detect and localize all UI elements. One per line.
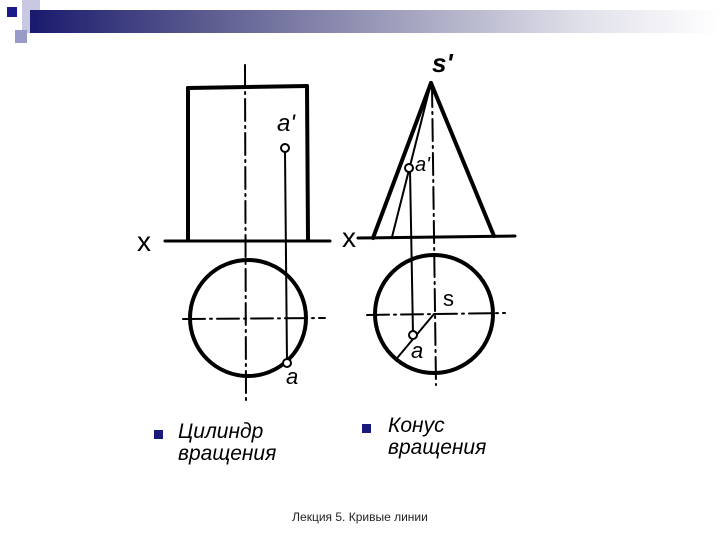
cone-point-front-label: a' — [415, 154, 430, 176]
cylinder-caption-line2: вращения — [178, 442, 277, 465]
bullet-square-icon — [154, 430, 163, 439]
bullet-square-icon — [362, 424, 371, 433]
cone-caption-line1: Конус — [388, 414, 445, 437]
header-square-dark — [30, 12, 38, 32]
cylinder-caption: Цилиндр вращения — [178, 421, 276, 465]
cone-caption-line2: вращения — [388, 436, 487, 459]
cone-apex-front-label: s' — [432, 48, 453, 78]
cone-point-top-label: a — [411, 338, 424, 363]
cone-axis-label: x — [342, 222, 356, 253]
cylinder-caption-line1: Цилиндр — [178, 420, 264, 443]
header-square-small — [7, 7, 17, 17]
header-gradient-bar — [30, 10, 720, 33]
slide-footer: Лекция 5. Кривые линии — [292, 510, 428, 524]
header-square-mid — [15, 30, 27, 43]
cylinder-point-top-label: a — [286, 364, 299, 389]
cone-caption: Конус вращения — [388, 415, 486, 459]
cylinder-point-front-label: a' — [277, 110, 295, 137]
header-decoration — [0, 0, 720, 50]
cone-apex-top-label: s — [443, 286, 454, 311]
cylinder-axis-label: x — [137, 226, 151, 257]
